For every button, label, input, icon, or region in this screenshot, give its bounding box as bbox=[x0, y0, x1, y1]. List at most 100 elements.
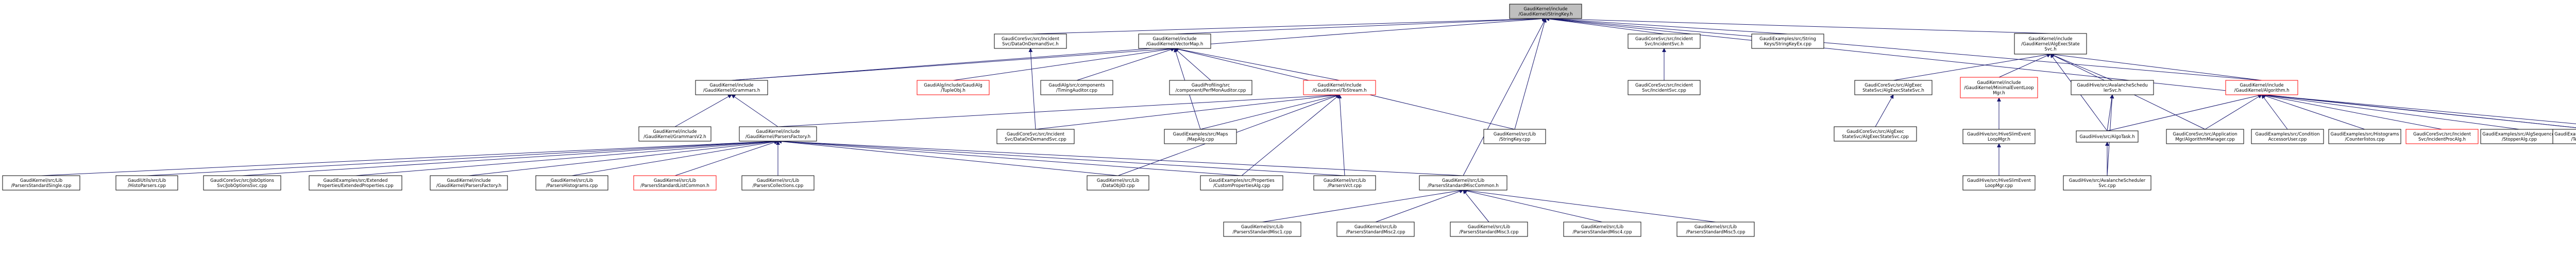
node-label-line: /GaudiKernel/AlgExecState bbox=[2021, 42, 2079, 47]
node-label-line: /HistoParsers.cpp bbox=[128, 183, 166, 189]
edge-n_grammars-to-n_vmap bbox=[731, 46, 1175, 81]
node-appmgr[interactable]: GaudiCoreSvc/src/ApplicationMgr/Algorith… bbox=[2166, 129, 2244, 144]
node-algexecsvch[interactable]: GaudiCoreSvc/src/AlgExecStateSvc/AlgExec… bbox=[1854, 80, 1933, 95]
edge-line bbox=[146, 139, 778, 176]
node-algexecsvccpp[interactable]: GaudiCoreSvc/src/AlgExecStateSvc/AlgExec… bbox=[1834, 126, 1917, 142]
edge-n_algexec-to-root bbox=[1545, 16, 2051, 34]
node-label-line: Svc/IncidentSvc.cpp bbox=[1642, 88, 1686, 93]
node-label-line: GaudiHive/src/AvalancheSchedu bbox=[2077, 83, 2147, 88]
node-label-line: /GaudiKernel/ParsersFactory.h bbox=[436, 183, 501, 189]
node-histograms[interactable]: GaudiExamples/src/Histograms/Counterlist… bbox=[2328, 129, 2401, 144]
node-extended[interactable]: GaudiExamples/src/ExtendedProperties/Ext… bbox=[309, 175, 402, 191]
node-joboptions[interactable]: GaudiCoreSvc/src/JobOptionsSvc/JobOption… bbox=[203, 175, 281, 191]
node-box bbox=[1223, 222, 1301, 237]
node-grammars[interactable]: GaudiKernel/include/GaudiKernel/Grammars… bbox=[695, 80, 768, 95]
node-label-line: /GaudiKernel/ParsersFactory.h bbox=[745, 134, 810, 140]
node-psmisc-h[interactable]: GaudiKernel/src/Lib/ParsersStandardMiscC… bbox=[1419, 175, 1507, 191]
node-dataondemand[interactable]: GaudiCoreSvc/src/IncidentSvc/DataOnDeman… bbox=[996, 129, 1075, 144]
node-box bbox=[2166, 129, 2244, 144]
edge-line bbox=[242, 139, 778, 176]
edge-line bbox=[571, 140, 778, 176]
node-algexec[interactable]: GaudiKernel/include/GaudiKernel/AlgExecS… bbox=[2014, 33, 2087, 55]
node-condition[interactable]: GaudiExamples/src/ConditionAccessorUser.… bbox=[2251, 129, 2324, 144]
node-maps[interactable]: GaudiExamples/src/Maps/MapAlg.cpp bbox=[1164, 129, 1237, 144]
node-box bbox=[1313, 175, 1376, 191]
node-box bbox=[638, 126, 711, 142]
edge-n_psmisc3-to-n_psmisc_h bbox=[1463, 190, 1489, 223]
edge-n_perfmon-to-n_vmap bbox=[1174, 48, 1211, 81]
node-box bbox=[2328, 129, 2401, 144]
node-algorithm[interactable]: GaudiKernel/include/GaudiKernel/Algorith… bbox=[2225, 80, 2298, 95]
edge-n_algexecsvccpp-to-n_algexecsvch bbox=[1875, 94, 1894, 127]
node-timing[interactable]: GaudiAlg/src/components/TimingAuditor.cp… bbox=[1040, 80, 1113, 95]
edge-n_algotask-to-n_algorithm bbox=[2107, 93, 2262, 131]
node-box bbox=[1962, 175, 2036, 191]
nodes-layer: GaudiKernel/include/GaudiKernel/StringKe… bbox=[2, 4, 2576, 237]
node-box bbox=[1419, 175, 1507, 191]
node-ps-single[interactable]: GaudiKernel/src/Lib/ParsersStandardSingl… bbox=[2, 175, 80, 191]
node-psmisc5[interactable]: GaudiKernel/src/Lib/ParsersStandardMisc5… bbox=[1676, 222, 1755, 237]
node-strkeyex[interactable]: GaudiExamples/src/StringKeys/StringKeyEx… bbox=[1751, 33, 1824, 49]
node-pvct[interactable]: GaudiKernel/src/Lib/ParsersVct.cpp bbox=[1313, 175, 1376, 191]
node-box bbox=[2, 175, 80, 191]
node-label-line: GaudiUtils/src/Lib bbox=[128, 178, 166, 183]
edge-n_ior-to-root bbox=[1030, 16, 1546, 35]
node-incsvccpp[interactable]: GaudiCoreSvc/src/IncidentSvc/IncidentSvc… bbox=[1628, 80, 1701, 95]
node-histoparsers[interactable]: GaudiUtils/src/Lib/HistoParsers.cpp bbox=[115, 175, 178, 191]
node-templated[interactable]: GaudiExamples/src/AlgSequencer/Templated… bbox=[2552, 129, 2576, 144]
node-label-line: /GaudiKernel/Grammars.h bbox=[703, 88, 760, 93]
node-vmap[interactable]: GaudiKernel/include/GaudiKernel/VectorMa… bbox=[1138, 33, 1211, 49]
node-tupleobj[interactable]: GaudiAlg/include/GaudiAlg/TupleObj.h bbox=[917, 80, 990, 95]
node-label-line: GaudiKernel/include bbox=[1977, 80, 2021, 86]
node-psmisc4[interactable]: GaudiKernel/src/Lib/ParsersStandardMisc4… bbox=[1563, 222, 1641, 237]
edge-n_condition-to-n_algorithm bbox=[2261, 94, 2288, 130]
edge-line bbox=[2107, 93, 2262, 131]
node-psmisc2[interactable]: GaudiKernel/src/Lib/ParsersStandardMisc2… bbox=[1336, 222, 1415, 237]
node-minimal[interactable]: GaudiKernel/include/GaudiKernel/MinimalE… bbox=[1960, 77, 2038, 98]
node-pcollections[interactable]: GaudiKernel/src/Lib/ParsersCollections.c… bbox=[741, 175, 815, 191]
node-incsvch[interactable]: GaudiCoreSvc/src/IncidentSvc/IncidentSvc… bbox=[1628, 33, 1701, 49]
node-label-line: GaudiExamples/src/Maps bbox=[1173, 132, 1228, 137]
node-pslist[interactable]: GaudiKernel/src/Lib/ParsersStandardListC… bbox=[633, 175, 717, 191]
node-tostream[interactable]: GaudiKernel/include/GaudiKernel/ToStream… bbox=[1303, 80, 1376, 95]
node-label-line: /MapAlg.cpp bbox=[1187, 137, 1214, 142]
edge-n_grammars-to-root bbox=[731, 16, 1546, 81]
edge-line bbox=[777, 93, 1340, 127]
node-parsersfactory[interactable]: GaudiKernel/include/GaudiKernel/ParsersF… bbox=[739, 126, 817, 142]
edge-n_psmisc5-to-n_psmisc_h bbox=[1463, 188, 1716, 223]
node-phistograms[interactable]: GaudiKernel/src/Lib/ParsersHistograms.cp… bbox=[535, 175, 608, 191]
node-incprocalg[interactable]: GaudiCoreSvc/src/IncidentSvc/IncidentPro… bbox=[2405, 129, 2479, 144]
node-label-line: StateSvc/AlgExecStateSvc.h bbox=[1862, 88, 1924, 93]
node-psmisc1[interactable]: GaudiKernel/src/Lib/ParsersStandardMisc1… bbox=[1223, 222, 1301, 237]
node-stopper[interactable]: GaudiExamples/src/AlgSequencer/StopperAl… bbox=[2480, 129, 2558, 144]
node-label-line: GaudiKernel/include bbox=[2028, 37, 2072, 42]
edge-line bbox=[2261, 94, 2288, 130]
node-label-line: /ParsersStandardMisc1.cpp bbox=[1233, 230, 1292, 235]
edge-line bbox=[674, 140, 778, 176]
edge-n_avalanche_h-to-n_algexec bbox=[2050, 54, 2113, 81]
node-box bbox=[1834, 126, 1917, 142]
node-box bbox=[1962, 129, 2036, 144]
node-strkeycpp[interactable]: GaudiKernel/src/Lib/StringKey.cpp bbox=[1483, 129, 1546, 144]
node-algotask[interactable]: GaudiHive/src/AlgoTask.h bbox=[2076, 130, 2139, 143]
edge-n_phistograms-to-n_parsersfactory bbox=[571, 140, 778, 176]
node-psmisc3[interactable]: GaudiKernel/src/Lib/ParsersStandardMisc3… bbox=[1450, 222, 1528, 237]
node-perfmon[interactable]: GaudiProfiling/src/component/PerfMonAudi… bbox=[1169, 80, 1252, 95]
node-customprops[interactable]: GaudiExamples/src/Properties/CustomPrope… bbox=[1200, 175, 1283, 191]
node-grammarsv2[interactable]: GaudiKernel/include/GaudiKernel/Grammars… bbox=[638, 126, 711, 142]
node-label-line: StateSvc/AlgExecStateSvc.cpp bbox=[1842, 134, 1909, 140]
node-root[interactable]: GaudiKernel/include/GaudiKernel/StringKe… bbox=[1509, 4, 1582, 19]
edge-line bbox=[1076, 47, 1175, 81]
node-pfactory-inc[interactable]: GaudiKernel/include/GaudiKernel/ParsersF… bbox=[430, 175, 508, 191]
node-box bbox=[2014, 33, 2087, 55]
node-box bbox=[2225, 80, 2298, 95]
node-dataobjid[interactable]: GaudiKernel/src/Lib/DataObjID.cpp bbox=[1087, 175, 1149, 191]
node-ior[interactable]: GaudiCoreSvc/src/IncidentSvc/DataOnDeman… bbox=[994, 33, 1067, 49]
edge-line bbox=[2261, 93, 2576, 124]
node-label-line: Mgr/AlgorithmManager.cpp bbox=[2175, 137, 2234, 142]
